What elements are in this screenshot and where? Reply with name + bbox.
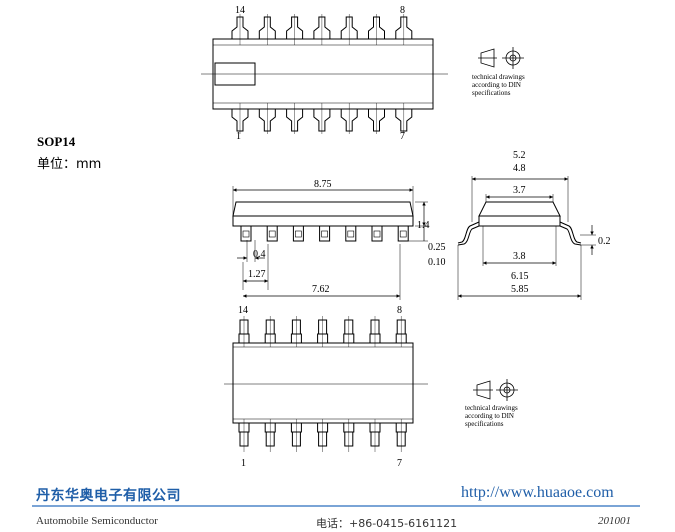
- dim-span: 7.62: [312, 284, 330, 295]
- smd-lead: [317, 316, 329, 347]
- dip-lead: [395, 103, 413, 134]
- smd-lead: [264, 316, 276, 347]
- side-lead: [319, 226, 331, 242]
- dim-body-length: 8.75: [314, 179, 332, 190]
- din-projection-symbol-2: [473, 379, 518, 401]
- unit-label: 单位：mm: [37, 157, 102, 172]
- dip-lead: [313, 103, 331, 134]
- dim-lead-span-max: 6.15: [511, 271, 529, 282]
- dip-lead: [231, 14, 249, 45]
- side-lead: [345, 226, 357, 242]
- side-lead: [266, 226, 278, 242]
- dip-lead: [368, 103, 385, 134]
- end-view-drawing: [457, 176, 596, 300]
- side-lead: [371, 226, 383, 242]
- company-name: 丹东华奥电子有限公司: [36, 488, 181, 504]
- website-link[interactable]: http://www.huaaoe.com: [461, 484, 614, 501]
- smd-pin-label-8: 8: [397, 305, 402, 316]
- pin-label-8: 8: [400, 5, 405, 16]
- dim-standoff-max: 0.25: [428, 242, 446, 253]
- din-note-2: technical drawings according to DIN spec…: [465, 404, 519, 428]
- dip-lead: [340, 103, 358, 134]
- smd-lead: [395, 316, 407, 347]
- pin-label-1: 1: [236, 131, 241, 142]
- dim-standoff-min: 0.10: [428, 257, 446, 268]
- smd-lead: [238, 419, 250, 452]
- company-subtitle: Automobile Semiconductor: [36, 515, 158, 527]
- dim-body-top-width: 3.7: [513, 185, 526, 196]
- side-view-drawing: [232, 186, 428, 300]
- din-projection-symbol: [478, 47, 524, 69]
- dip-lead: [313, 14, 331, 45]
- smd-lead: [264, 419, 276, 452]
- smd-pin-label-7: 7: [397, 458, 402, 469]
- dip-lead: [286, 14, 304, 45]
- dim-outer-width-min: 4.8: [513, 163, 526, 174]
- smd-lead: [395, 419, 407, 452]
- top-view-drawing: [201, 14, 448, 134]
- side-lead: [397, 226, 409, 242]
- smd-lead: [343, 316, 355, 347]
- dip-lead: [368, 14, 385, 45]
- footer-divider: [32, 505, 640, 507]
- smd-lead: [369, 419, 381, 452]
- dim-body-width: 3.8: [513, 251, 526, 262]
- pin-label-7: 7: [400, 131, 405, 142]
- smd-top-view-drawing: [224, 316, 428, 452]
- dim-height: 1.4: [417, 220, 430, 231]
- side-lead: [292, 226, 304, 242]
- dim-outer-width-max: 5.2: [513, 150, 526, 161]
- dip-lead: [340, 14, 358, 45]
- dip-lead: [258, 103, 276, 134]
- smd-lead: [317, 419, 329, 452]
- dim-lead-span-min: 5.85: [511, 284, 529, 295]
- dip-lead: [395, 14, 413, 45]
- dip-lead: [258, 14, 276, 45]
- smd-lead: [290, 316, 302, 347]
- package-name: SOP14: [37, 134, 76, 149]
- pin-label-14: 14: [235, 5, 245, 16]
- smd-lead: [238, 316, 250, 347]
- smd-lead: [343, 419, 355, 452]
- dim-pin-width: 0.4: [253, 249, 266, 260]
- smd-pin-label-14: 14: [238, 305, 248, 316]
- side-lead: [240, 226, 252, 242]
- dim-pitch: 1.27: [248, 269, 266, 280]
- dim-lead-thickness: 0.2: [598, 236, 611, 247]
- phone-number: 电话：+86-0415-6161121: [316, 517, 458, 530]
- din-note-1: technical drawings according to DIN spec…: [472, 73, 526, 97]
- dip-lead: [231, 103, 249, 134]
- document-code: 201001: [598, 515, 631, 527]
- smd-lead: [369, 316, 381, 347]
- dip-lead: [286, 103, 304, 134]
- smd-pin-label-1: 1: [241, 458, 246, 469]
- smd-lead: [290, 419, 302, 452]
